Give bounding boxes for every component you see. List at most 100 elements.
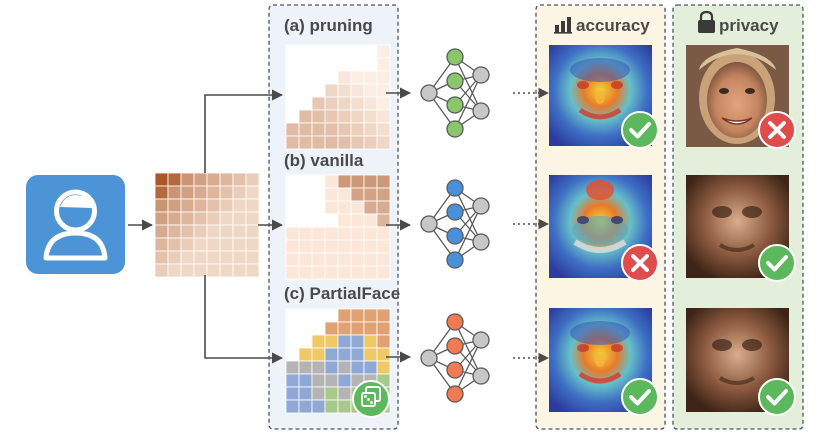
bar-chart-icon	[554, 17, 572, 34]
matrix-cell	[324, 122, 339, 137]
network-node	[420, 84, 438, 102]
matrix-cell	[285, 399, 300, 414]
network-node	[446, 337, 464, 355]
matrix-cell	[350, 200, 365, 215]
matrix-cell	[376, 83, 391, 98]
matrix-cell	[193, 224, 208, 239]
matrix-cell	[376, 187, 391, 202]
matrix-cell	[376, 321, 391, 336]
matrix-cell	[324, 399, 339, 414]
matrix-cell	[376, 308, 391, 323]
matrix-cell	[337, 239, 352, 254]
matrix-cell	[285, 226, 300, 241]
matrix-cell	[298, 252, 313, 267]
matrix-cell	[324, 265, 339, 280]
network-node	[446, 120, 464, 138]
matrix-cell	[324, 187, 339, 202]
matrix-cell	[311, 321, 326, 336]
matrix-cell	[285, 321, 300, 336]
matrix-cell	[350, 96, 365, 111]
matrix-cell	[232, 224, 247, 239]
matrix-cell	[206, 224, 221, 239]
matrix-cell	[193, 237, 208, 252]
matrix-cell	[167, 211, 182, 226]
network-pruning	[420, 48, 490, 138]
matrix-cell	[298, 96, 313, 111]
matrix-cell	[219, 172, 234, 187]
matrix-cell	[154, 224, 169, 239]
matrix-cell	[311, 226, 326, 241]
network-node	[446, 72, 464, 90]
matrix-cell	[363, 70, 378, 85]
matrix-cell	[363, 321, 378, 336]
matrix-cell	[154, 211, 169, 226]
matrix-cell	[193, 172, 208, 187]
matrix-cell	[206, 250, 221, 265]
matrix-cell	[350, 308, 365, 323]
matrix-cell	[363, 96, 378, 111]
matrix-cell	[337, 187, 352, 202]
check-icon	[758, 244, 796, 282]
matrix-cell	[311, 252, 326, 267]
matrix-cell	[350, 252, 365, 267]
matrix-cell	[298, 321, 313, 336]
label-accuracy: accuracy	[576, 16, 650, 35]
matrix-cell	[324, 96, 339, 111]
matrix-cell	[206, 263, 221, 278]
partialface-matrix	[285, 308, 391, 414]
matrix-cell	[285, 83, 300, 98]
network-node	[446, 251, 464, 269]
matrix-cell	[337, 96, 352, 111]
network-node	[446, 361, 464, 379]
matrix-cell	[311, 187, 326, 202]
matrix-cell	[324, 200, 339, 215]
matrix-cell	[245, 224, 260, 239]
matrix-cell	[285, 174, 300, 189]
matrix-cell	[363, 239, 378, 254]
matrix-cell	[219, 250, 234, 265]
network-node	[446, 227, 464, 245]
matrix-cell	[376, 122, 391, 137]
matrix-cell	[350, 321, 365, 336]
matrix-cell	[350, 360, 365, 375]
matrix-cell	[298, 174, 313, 189]
matrix-cell	[324, 334, 339, 349]
matrix-cell	[337, 135, 352, 150]
matrix-cell	[337, 386, 352, 401]
label-privacy: privacy	[719, 16, 779, 35]
matrix-cell	[311, 239, 326, 254]
matrix-cell	[363, 226, 378, 241]
matrix-cell	[245, 198, 260, 213]
matrix-cell	[298, 399, 313, 414]
matrix-cell	[311, 213, 326, 228]
matrix-cell	[180, 263, 195, 278]
check-icon	[758, 378, 796, 416]
matrix-cell	[376, 96, 391, 111]
matrix-cell	[324, 252, 339, 267]
matrix-cell	[298, 239, 313, 254]
matrix-cell	[154, 172, 169, 187]
matrix-cell	[363, 44, 378, 59]
matrix-cell	[285, 334, 300, 349]
cross-icon	[758, 111, 796, 149]
matrix-cell	[324, 347, 339, 362]
network-node	[472, 197, 490, 215]
matrix-cell	[219, 211, 234, 226]
vanilla-matrix	[285, 174, 391, 280]
accuracy-heatmap-pruning	[549, 45, 652, 146]
matrix-cell	[337, 213, 352, 228]
network-partialface	[420, 313, 490, 403]
matrix-cell	[298, 347, 313, 362]
matrix-cell	[376, 200, 391, 215]
matrix-cell	[376, 135, 391, 150]
network-node	[446, 96, 464, 114]
matrix-cell	[311, 373, 326, 388]
matrix-cell	[167, 250, 182, 265]
matrix-cell	[193, 250, 208, 265]
check-icon	[621, 378, 659, 416]
matrix-cell	[350, 334, 365, 349]
matrix-cell	[324, 308, 339, 323]
matrix-cell	[285, 360, 300, 375]
matrix-cell	[245, 237, 260, 252]
matrix-cell	[154, 185, 169, 200]
